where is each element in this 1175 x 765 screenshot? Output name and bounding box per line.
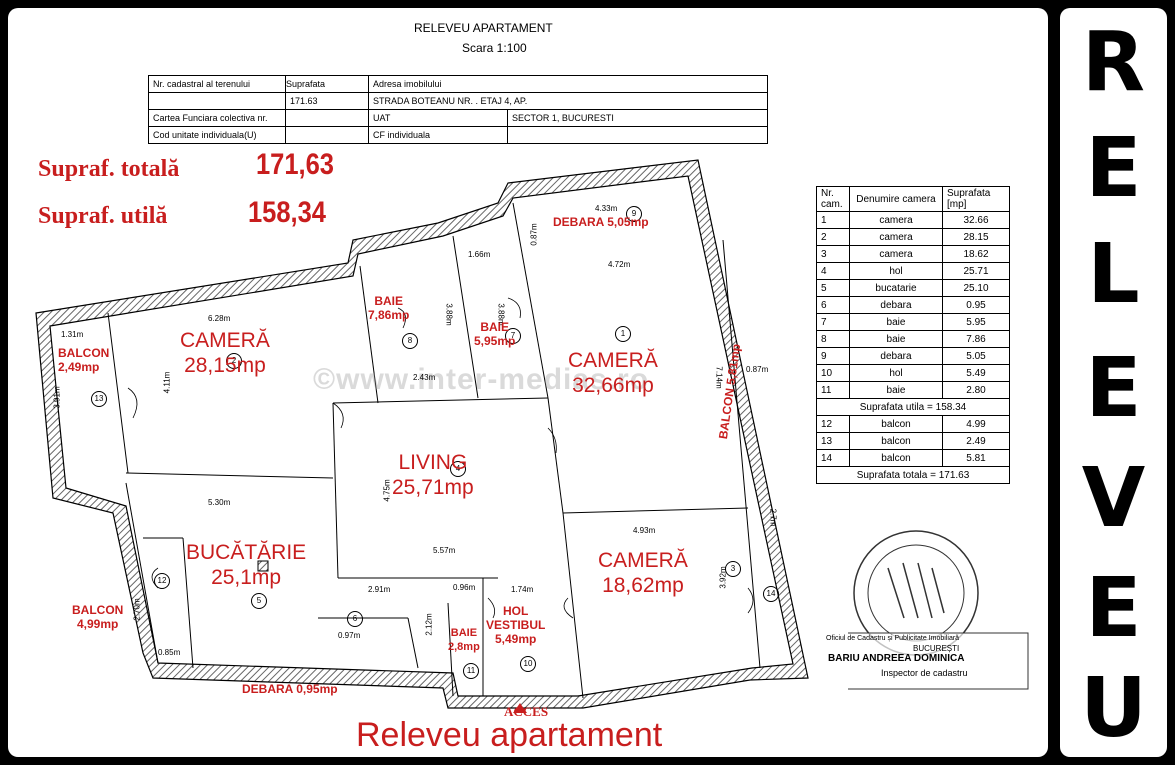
dimension-label: 3.88m <box>444 303 454 326</box>
side-letter: L <box>1087 227 1140 322</box>
dimension-label: 0.87m <box>746 365 769 374</box>
side-letter: V <box>1081 451 1146 546</box>
dimension-label: 7.14m <box>714 366 724 389</box>
total-area-value: 171,63 <box>256 148 335 181</box>
room-area-table: Nr. cam. Denumire camera Suprafata [mp] … <box>816 186 1010 484</box>
room-number: 7 <box>505 328 521 344</box>
dimension-label: 4.72m <box>608 260 631 269</box>
room-number: 5 <box>251 593 267 609</box>
room-number: 4 <box>450 461 466 477</box>
side-letter: E <box>1085 341 1142 436</box>
room-number: 10 <box>520 656 536 672</box>
stamp-office: Oficiul de Cadastru și Publicitate Imobi… <box>826 635 960 642</box>
dimension-label: 4.11m <box>162 371 172 394</box>
dimension-label: 4.93m <box>633 526 656 535</box>
dimension-label: 4.75m <box>382 479 392 502</box>
room-number: 11 <box>463 663 479 679</box>
cadastral-info-table: Nr. cadastral al terenului Suprafata Adr… <box>148 75 768 144</box>
room-number: 2 <box>226 353 242 369</box>
access-label: ACCES <box>504 704 549 719</box>
dimension-label: 1.74m <box>511 585 534 594</box>
room-number: 8 <box>402 333 418 349</box>
dimension-label: 5.30m <box>208 498 231 507</box>
table-row: Suprafata utila = 158.34 <box>816 398 1010 416</box>
stamp-inspector-name: BARIU ANDREEA DOMINICA <box>828 653 965 664</box>
document-title: RELEVEU APARTAMENT <box>414 21 553 35</box>
dimension-label: 0.85m <box>158 648 181 657</box>
side-letter: E <box>1085 121 1142 216</box>
dimension-label: 3.91m <box>52 386 62 409</box>
dimension-label: 2.91m <box>368 585 391 594</box>
dimension-label: 1.66m <box>468 250 491 259</box>
room-number: 9 <box>626 206 642 222</box>
room-number: 12 <box>154 573 170 589</box>
official-stamp <box>848 530 1029 690</box>
stamp-city: BUCUREȘTI <box>913 644 960 653</box>
dimension-label: 0.87m <box>529 223 539 246</box>
room-number: 14 <box>763 586 779 602</box>
dimension-label: 4.33m <box>595 204 618 213</box>
total-area-label: Supraf. totală <box>38 156 180 182</box>
dimension-label: 0.96m <box>453 583 476 592</box>
table-header: Denumire camera <box>849 186 943 212</box>
floor-plan <box>35 159 809 713</box>
dimension-label: 6.28m <box>208 314 231 323</box>
dimension-label: 0.97m <box>338 631 361 640</box>
stamp-inspector-title: Inspector de cadastru <box>881 668 968 678</box>
table-row: Suprafata totala = 171.63 <box>816 466 1010 484</box>
room-number: 1 <box>615 326 631 342</box>
useful-area-label: Supraf. utilă <box>38 203 168 229</box>
table-header: Suprafata [mp] <box>942 186 1010 212</box>
dimension-label: 1.31m <box>61 330 84 339</box>
info-cell <box>507 126 768 144</box>
dimension-label: 2.12m <box>424 613 434 636</box>
room-label-debara-6: DEBARA 0,95mp <box>242 682 338 696</box>
side-letter: E <box>1085 561 1142 656</box>
side-letter: U <box>1080 661 1147 756</box>
dimension-label: 2.43m <box>413 373 436 382</box>
room-number: 6 <box>347 611 363 627</box>
footer-caption: Releveu apartament <box>356 716 663 754</box>
dimension-label: 2.7m <box>768 508 778 527</box>
room-number: 13 <box>91 391 107 407</box>
dimension-label: 2.70m <box>132 598 142 621</box>
side-letter: R <box>1081 15 1146 110</box>
side-panel: R E L E V E U <box>1060 8 1167 757</box>
main-panel: RELEVEU APARTAMENT Scara 1:100 Nr. cadas… <box>8 8 1048 757</box>
watermark: ©www.inter-medias.ro <box>313 363 650 396</box>
room-label-debara-9: DEBARA 5,05mp <box>553 215 649 229</box>
room-number: 3 <box>725 561 741 577</box>
table-header: Nr. cam. <box>816 186 850 212</box>
useful-area-value: 158,34 <box>248 196 327 229</box>
dimension-label: 5.57m <box>433 546 456 555</box>
document-scale: Scara 1:100 <box>462 41 527 55</box>
